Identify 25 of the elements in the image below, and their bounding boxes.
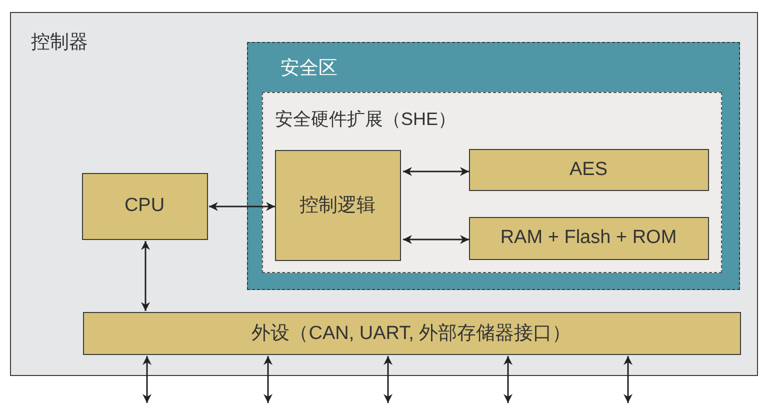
heading: 安全区 (280, 56, 338, 80)
double-arrow (141, 241, 150, 311)
box-label: 控制逻辑 (300, 194, 376, 218)
double-arrow (209, 202, 275, 211)
peripheral-bar (82, 312, 740, 354)
process-box (82, 172, 208, 240)
box-label: CPU (124, 195, 165, 217)
double-arrow (384, 356, 392, 403)
double-arrow (403, 167, 469, 176)
box-label: 外设（CAN, UART, 外部存储器接口） (252, 322, 572, 346)
secure-zone-box (246, 42, 740, 290)
heading: 安全硬件扩展（SHE） (275, 108, 456, 131)
process-box (274, 150, 400, 260)
process-box (468, 148, 708, 190)
double-arrow (142, 356, 152, 403)
heading: 控制器 (31, 31, 88, 55)
double-arrow (504, 356, 512, 403)
double-arrow (403, 235, 469, 244)
double-arrow (624, 356, 632, 403)
process-box (468, 216, 708, 260)
extension-box (262, 92, 722, 273)
box-label: AES (569, 158, 608, 180)
double-arrow (264, 356, 272, 403)
box-label: RAM + Flash + ROM (500, 227, 677, 249)
controller-panel (10, 12, 758, 376)
